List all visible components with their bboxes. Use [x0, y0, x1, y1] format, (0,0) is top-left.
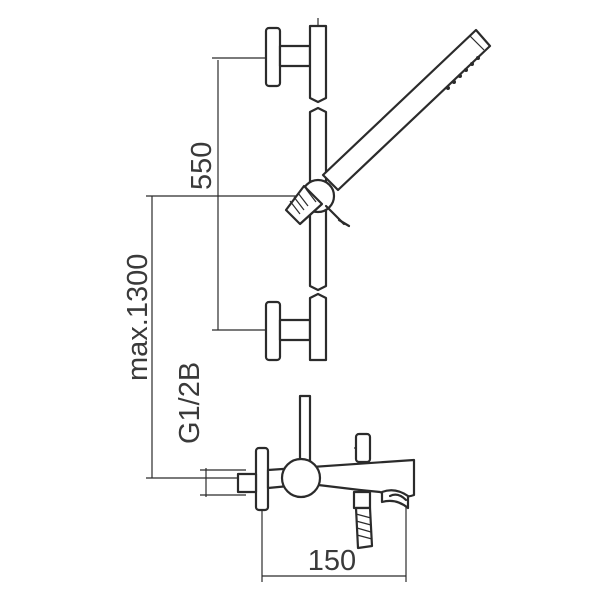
dim-label-150: 150: [308, 545, 356, 577]
dimension-lines: [146, 18, 407, 582]
dim-label-g1-2b: G1/2B: [174, 362, 206, 444]
hand-shower: [284, 28, 492, 228]
lower-wall-bracket: [264, 300, 312, 362]
bath-mixer: [236, 394, 416, 550]
upper-wall-bracket: [264, 26, 312, 88]
dim-label-max-1300: max.1300: [122, 254, 154, 381]
dim-label-550: 550: [186, 142, 218, 190]
spray-holes: [446, 56, 480, 90]
